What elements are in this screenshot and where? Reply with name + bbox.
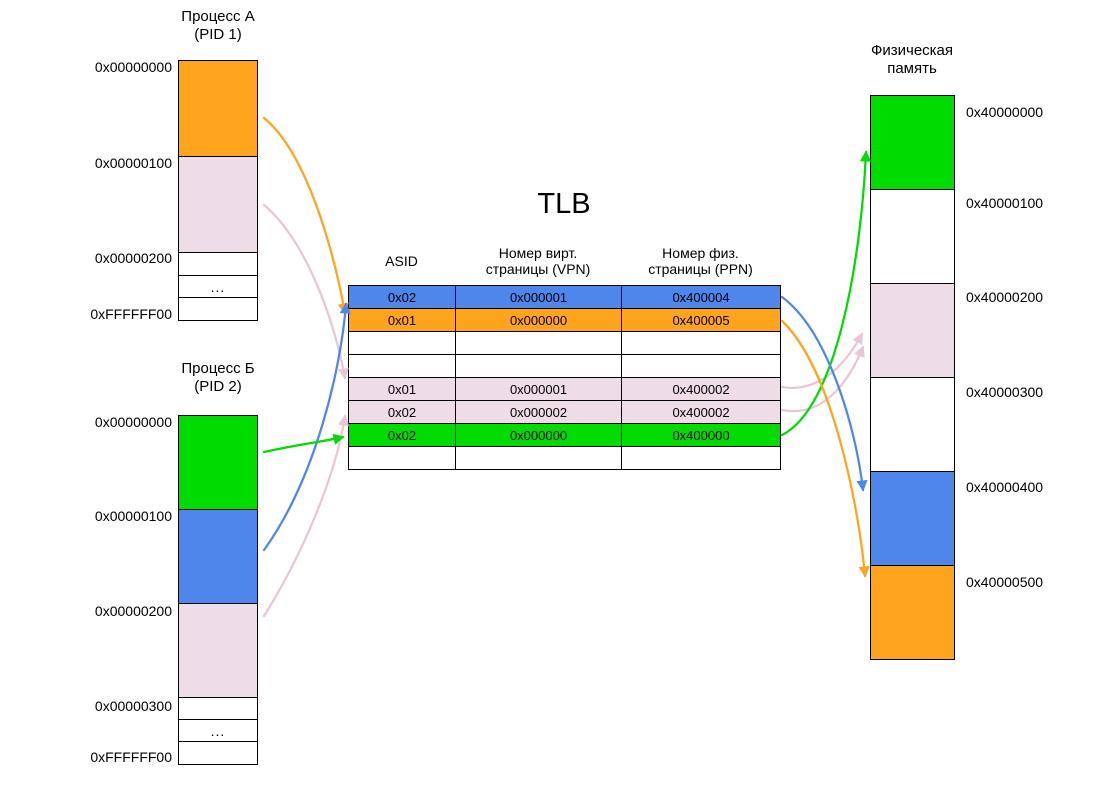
physical-memory-block-2 <box>870 283 955 378</box>
tlb-header-ppn-line1: Номер физ. <box>662 245 739 261</box>
physical-memory-block-1 <box>870 189 955 284</box>
physical-memory-title: Физическая память <box>852 42 972 78</box>
process-a-address-label-1: 0x00000100 <box>94 155 172 171</box>
process-b-address-label-4: 0xFFFFFF00 <box>90 749 172 765</box>
physical-address-label-4: 0x40000400 <box>966 479 1044 495</box>
process-b-block-5 <box>178 741 258 765</box>
arrow-process-a-orange-to-tlb <box>262 116 349 315</box>
process-a-column: ... <box>178 60 258 321</box>
tlb-row-5-asid: 0x02 <box>348 400 456 424</box>
process-a-title: Процесс А (PID 1) <box>168 8 268 44</box>
process-a-address-label-0: 0x00000000 <box>94 59 172 75</box>
process-b-column: ... <box>178 415 258 765</box>
process-a-block-1 <box>178 156 258 253</box>
tlb-header-asid: ASID <box>348 253 455 277</box>
tlb-row-3-ppn <box>621 354 781 378</box>
tlb-row-2-asid <box>348 331 456 355</box>
tlb-header-vpn-line1: Номер вирт. <box>498 245 578 261</box>
arrow-tlb-blue-to-physical <box>780 295 868 492</box>
tlb-row-4-vpn: 0x000001 <box>455 377 622 401</box>
tlb-row-6-vpn: 0x000000 <box>455 423 622 447</box>
process-b-title-line2: (PID 2) <box>194 378 242 395</box>
tlb-row-6: 0x02 0x000000 0x400000 <box>348 423 781 447</box>
tlb-row-5-vpn: 0x000002 <box>455 400 622 424</box>
tlb-row-0: 0x02 0x000001 0x400004 <box>348 285 781 309</box>
arrow-tlb-green-to-physical <box>780 150 872 437</box>
physical-address-label-2: 0x40000200 <box>966 289 1044 305</box>
tlb-row-3-vpn <box>455 354 622 378</box>
arrow-tlb-orange-to-physical <box>780 319 870 578</box>
physical-memory-block-5 <box>870 565 955 660</box>
tlb-row-6-asid: 0x02 <box>348 423 456 447</box>
physical-memory-block-4 <box>870 471 955 566</box>
process-b-block-0 <box>178 415 258 510</box>
tlb-row-1: 0x01 0x000000 0x400005 <box>348 308 781 332</box>
process-b-address-label-3: 0x00000300 <box>94 698 172 714</box>
tlb-row-3-asid <box>348 354 456 378</box>
tlb-row-6-ppn: 0x400000 <box>621 423 781 447</box>
process-a-title-line1: Процесс А <box>181 8 255 25</box>
process-b-block-2 <box>178 603 258 698</box>
physical-address-label-3: 0x40000300 <box>966 384 1044 400</box>
tlb-row-4-asid: 0x01 <box>348 377 456 401</box>
tlb-header-asid-line1: ASID <box>385 253 418 269</box>
tlb-row-2-ppn <box>621 331 781 355</box>
process-b-title-line1: Процесс Б <box>181 360 255 377</box>
tlb-row-0-ppn: 0x400004 <box>621 285 781 309</box>
arrow-process-b-green-to-tlb <box>262 433 345 454</box>
tlb-row-5: 0x02 0x000002 0x400002 <box>348 400 781 424</box>
tlb-row-7 <box>348 446 781 470</box>
physical-memory-block-3 <box>870 377 955 472</box>
process-b-block-3 <box>178 697 258 720</box>
tlb-header-ppn-line2: страницы (PPN) <box>648 261 753 277</box>
tlb-row-4-ppn: 0x400002 <box>621 377 781 401</box>
arrow-process-b-pink-to-tlb <box>262 414 350 618</box>
tlb-row-0-vpn: 0x000001 <box>455 285 622 309</box>
arrow-process-b-blue-to-tlb <box>262 302 351 552</box>
tlb-row-0-asid: 0x02 <box>348 285 456 309</box>
physical-memory-block-0 <box>870 95 955 190</box>
arrow-tlb-pink2-to-physical <box>780 345 865 413</box>
process-a-block-4 <box>178 297 258 321</box>
physical-memory-title-line2: память <box>887 60 937 77</box>
tlb-row-7-vpn <box>455 446 622 470</box>
tlb-row-4: 0x01 0x000001 0x400002 <box>348 377 781 401</box>
tlb-header-ppn: Номер физ. страницы (PPN) <box>621 245 780 277</box>
process-a-title-line2: (PID 1) <box>194 26 242 43</box>
process-b-address-label-1: 0x00000100 <box>94 508 172 524</box>
tlb-title: TLB <box>537 188 591 220</box>
tlb-header-vpn: Номер вирт. страницы (VPN) <box>455 245 621 277</box>
physical-memory-column <box>870 95 955 660</box>
process-b-title: Процесс Б (PID 2) <box>168 360 268 396</box>
physical-address-label-1: 0x40000100 <box>966 195 1044 211</box>
tlb-row-7-ppn <box>621 446 781 470</box>
tlb-column-headers: ASID Номер вирт. страницы (VPN) Номер фи… <box>348 245 780 277</box>
process-b-block-4: ... <box>178 719 258 742</box>
process-b-address-label-2: 0x00000200 <box>94 603 172 619</box>
tlb-row-7-asid <box>348 446 456 470</box>
arrow-process-a-pink-to-tlb <box>262 203 349 380</box>
tlb-row-3 <box>348 354 781 378</box>
process-a-block-2 <box>178 252 258 276</box>
process-b-block-1 <box>178 509 258 604</box>
process-a-block-3: ... <box>178 275 258 298</box>
tlb-header-vpn-line2: страницы (VPN) <box>485 261 591 277</box>
physical-address-label-5: 0x40000500 <box>966 574 1044 590</box>
physical-memory-title-line1: Физическая <box>870 42 954 59</box>
physical-address-label-0: 0x40000000 <box>966 104 1044 120</box>
tlb-row-1-vpn: 0x000000 <box>455 308 622 332</box>
tlb-row-1-ppn: 0x400005 <box>621 308 781 332</box>
process-b-address-label-0: 0x00000000 <box>94 414 172 430</box>
tlb-row-2-vpn <box>455 331 622 355</box>
tlb-row-1-asid: 0x01 <box>348 308 456 332</box>
tlb-table: 0x02 0x000001 0x400004 0x01 0x000000 0x4… <box>348 285 781 470</box>
process-a-block-0 <box>178 60 258 157</box>
process-a-address-label-2: 0x00000200 <box>94 250 172 266</box>
tlb-row-5-ppn: 0x400002 <box>621 400 781 424</box>
tlb-row-2 <box>348 331 781 355</box>
arrow-tlb-pink1-to-physical <box>780 332 864 389</box>
process-a-address-label-3: 0xFFFFFF00 <box>90 306 172 322</box>
